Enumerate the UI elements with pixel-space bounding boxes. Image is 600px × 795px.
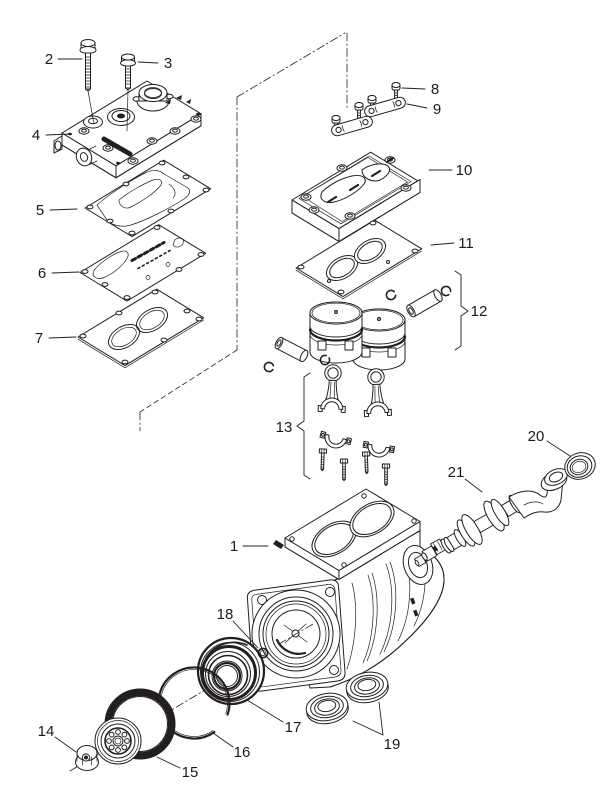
callout-21-crankshaft: 21	[448, 464, 483, 493]
section-boundary-lines	[139, 32, 348, 432]
callout-label-21: 21	[448, 464, 465, 481]
part-20-seal-ring	[564, 452, 596, 480]
part-14-nut	[75, 745, 99, 771]
callout-label-20: 20	[528, 428, 545, 445]
callout-label-2: 2	[45, 51, 53, 68]
callout-label-17: 17	[285, 719, 302, 736]
callout-14-nut: 14	[38, 723, 77, 753]
part-13-connecting-rods	[317, 363, 396, 487]
callout-2-bolt-long: 2	[45, 51, 83, 68]
callout-label-11: 11	[458, 235, 474, 252]
callout-label-7: 7	[35, 330, 43, 347]
part-1-crankcase	[246, 488, 445, 692]
part-4-cylinder-head	[53, 80, 202, 179]
callout-20-seal-ring: 20	[528, 428, 571, 457]
part-10-valve-plate	[291, 151, 421, 242]
part-3-bolt-short	[120, 53, 136, 132]
part-6-valve-plate-gasket	[79, 224, 207, 302]
callout-label-9: 9	[433, 101, 441, 118]
callout-18-o-ring: 18	[217, 606, 259, 649]
part-7-head-gasket-lower	[77, 288, 205, 369]
callout-5-cover-gasket: 5	[36, 202, 78, 219]
callout-8-screws: 8	[401, 81, 439, 98]
part-15-gear	[94, 688, 176, 765]
callout-9-valve-reed-plates: 9	[406, 101, 441, 118]
part-18-o-ring	[257, 647, 269, 659]
callout-10-valve-plate: 10	[428, 162, 473, 179]
callout-15-gear: 15	[156, 756, 199, 781]
callout-17-bearing: 17	[246, 699, 302, 736]
callout-label-4: 4	[32, 127, 40, 144]
callout-1-crankcase: 1	[230, 538, 269, 555]
callout-label-18: 18	[217, 606, 234, 623]
callout-7-head-gasket-lower: 7	[35, 330, 77, 347]
callout-label-13: 13	[276, 419, 293, 436]
callout-label-1: 1	[230, 538, 238, 555]
part-12-pistons-and-pins	[261, 283, 454, 375]
part-2-bolt-long	[79, 39, 97, 125]
callout-label-16: 16	[234, 744, 251, 761]
callout-4-cylinder-head: 4	[32, 127, 71, 144]
callout-label-8: 8	[431, 81, 439, 98]
callout-label-12: 12	[471, 303, 488, 320]
callout-12-pistons: 12	[454, 270, 488, 351]
callout-label-5: 5	[36, 202, 44, 219]
callout-label-15: 15	[182, 764, 199, 781]
callout-11-head-gasket: 11	[430, 235, 474, 252]
callout-19-seals: 19	[352, 701, 401, 753]
callout-6-valve-plate-gasket: 6	[38, 265, 80, 282]
callout-label-14: 14	[38, 723, 55, 740]
part-5-cover-gasket	[84, 159, 212, 238]
callout-label-10: 10	[456, 162, 473, 179]
callout-3-bolt-short: 3	[137, 55, 172, 72]
callout-16-snap-ring: 16	[212, 732, 251, 761]
callout-13-connecting-rods: 13	[276, 372, 311, 480]
callout-label-3: 3	[164, 55, 172, 72]
callout-label-6: 6	[38, 265, 46, 282]
part-11-head-gasket	[295, 219, 423, 300]
part-21-crankshaft	[414, 468, 568, 567]
callout-label-19: 19	[384, 736, 401, 753]
